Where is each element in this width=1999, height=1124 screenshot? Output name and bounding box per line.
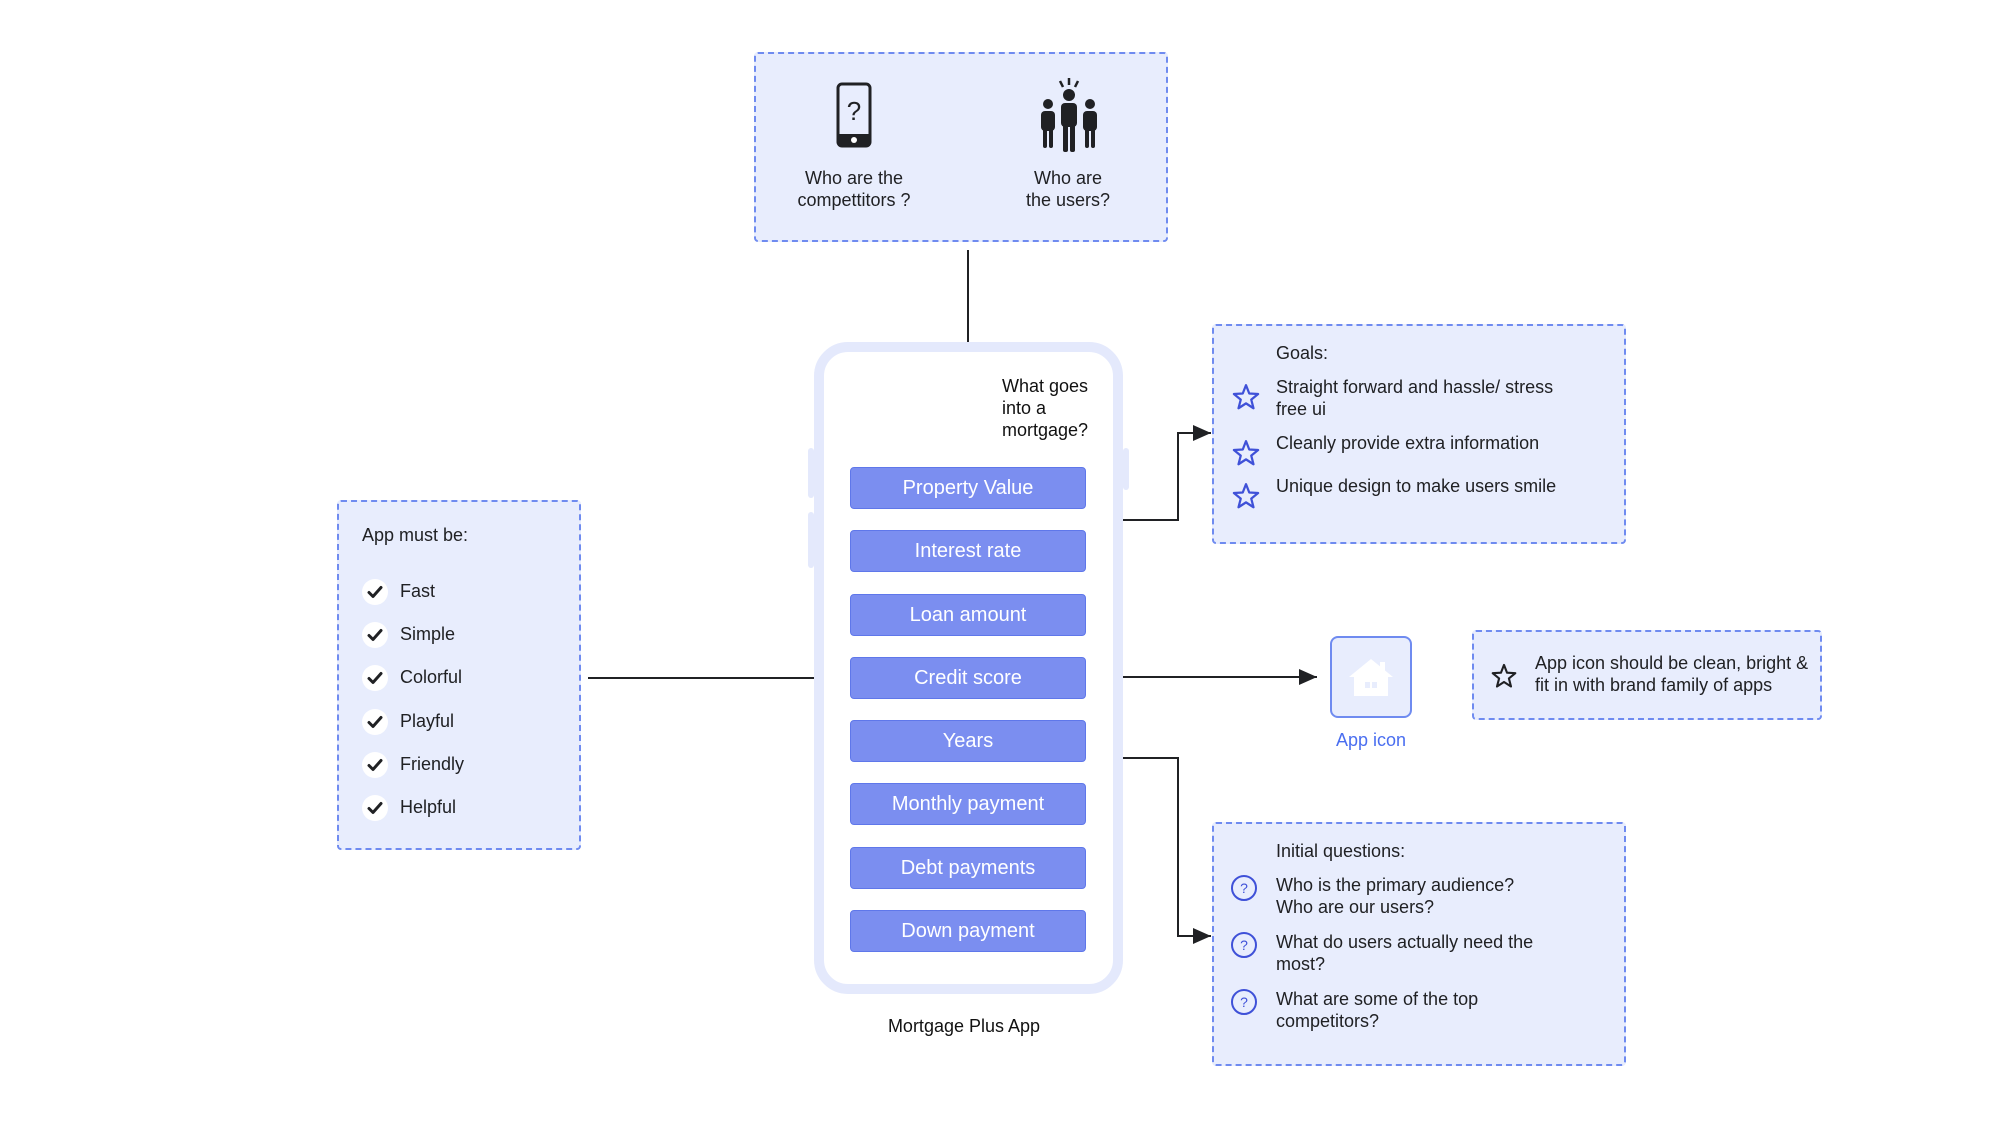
question-item: Who is the primary audience? Who are our… (1276, 875, 1515, 917)
star-icon (1232, 384, 1260, 410)
must-be-item: Friendly (400, 754, 465, 774)
research-box (754, 52, 1168, 242)
must-be-item: Playful (400, 711, 455, 731)
item-loan-amount: Loan amount (850, 594, 1086, 636)
arrow-phone-to-goals (1102, 425, 1211, 521)
question-item: What are some of the top competitors? (1276, 989, 1479, 1031)
item-property-value: Property Value (850, 467, 1086, 509)
svg-text:?: ? (847, 96, 861, 126)
must-be-item: Fast (400, 581, 436, 601)
check-circle-icon (362, 665, 388, 691)
phone-question-icon: ? (836, 82, 872, 148)
star-icon (1232, 483, 1260, 509)
star-icon (1232, 440, 1260, 466)
app-icon-note: App icon should be clean, bright & fit i… (1535, 653, 1809, 695)
questions-title: Initial questions: (1276, 841, 1406, 861)
phone-side-button (808, 448, 814, 498)
item-monthly-payment: Monthly payment (850, 783, 1086, 825)
phone-side-button (808, 512, 814, 568)
app-icon-note-box (1472, 630, 1822, 720)
item-credit-score: Credit score (850, 657, 1086, 699)
app-icon-tile (1330, 636, 1412, 718)
users-group-icon (1041, 78, 1097, 152)
goals-box (1212, 324, 1626, 544)
goal-item: Straight forward and hassle/ stress free… (1276, 377, 1554, 419)
check-circle-icon (362, 752, 388, 778)
item-debt-payments: Debt payments (850, 847, 1086, 889)
users-label: Who are the users? (1025, 168, 1111, 210)
goals-title: Goals: (1276, 343, 1329, 363)
check-circle-icon (362, 579, 388, 605)
question-item: What do users actually need the most? (1276, 932, 1534, 974)
item-years: Years (850, 720, 1086, 762)
check-circle-icon (362, 795, 388, 821)
arrow-phone-to-questions (1102, 757, 1211, 944)
goal-item: Unique design to make users smile (1276, 476, 1557, 496)
must-be-title: App must be: (362, 525, 469, 545)
question-circle-icon: ? (1231, 989, 1257, 1015)
star-outline-icon (1491, 663, 1517, 688)
item-down-payment: Down payment (850, 910, 1086, 952)
goal-item: Cleanly provide extra information (1276, 433, 1540, 453)
house-icon (1349, 659, 1393, 696)
check-circle-icon (362, 622, 388, 648)
phone-caption: Mortgage Plus App (887, 1016, 1041, 1036)
must-be-item: Helpful (400, 797, 457, 817)
questions-box (1212, 822, 1626, 1066)
question-circle-icon: ? (1231, 875, 1257, 901)
item-interest-rate: Interest rate (850, 530, 1086, 572)
must-be-item: Colorful (400, 667, 463, 687)
phone-header: What goes into a mortgage? (1002, 376, 1089, 440)
check-circle-icon (362, 709, 388, 735)
must-be-item: Simple (400, 624, 456, 644)
phone-side-button (1123, 448, 1129, 490)
question-circle-icon: ? (1231, 932, 1257, 958)
competitors-label: Who are the compettitors ? (797, 168, 911, 210)
app-icon-label: App icon (1335, 730, 1407, 750)
